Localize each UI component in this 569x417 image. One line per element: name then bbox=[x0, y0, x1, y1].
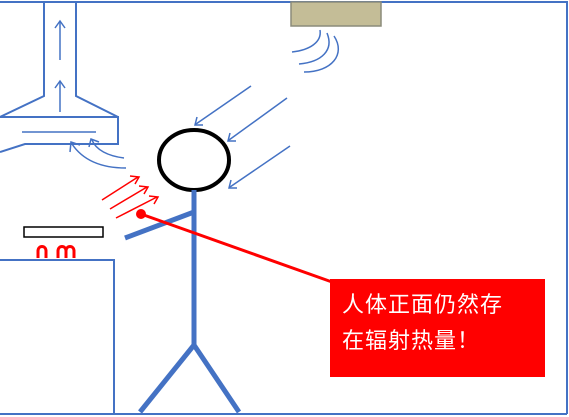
flame-icon bbox=[36, 245, 76, 258]
exhaust-arrows bbox=[22, 19, 96, 133]
person-left-leg bbox=[138, 343, 196, 414]
person-head bbox=[157, 128, 231, 192]
hood-intake-arrows bbox=[69, 138, 127, 169]
callout-pointer bbox=[136, 209, 333, 284]
callout-line-1: 人体正面仍然存 bbox=[342, 293, 504, 318]
pan bbox=[23, 226, 104, 238]
callout-line-2: 在辐射热量！ bbox=[342, 329, 481, 354]
stove-counter bbox=[0, 259, 115, 414]
range-hood bbox=[0, 2, 119, 153]
radiation-arrows bbox=[194, 85, 291, 189]
person-right-leg bbox=[191, 343, 242, 414]
person-figure bbox=[124, 128, 242, 414]
ceiling-vent bbox=[290, 1, 382, 27]
heat-arrows bbox=[101, 175, 160, 219]
callout-box: 人体正面仍然存 在辐射热量！ bbox=[330, 279, 545, 377]
vent-airflow bbox=[291, 29, 340, 73]
person-arm bbox=[124, 209, 195, 241]
